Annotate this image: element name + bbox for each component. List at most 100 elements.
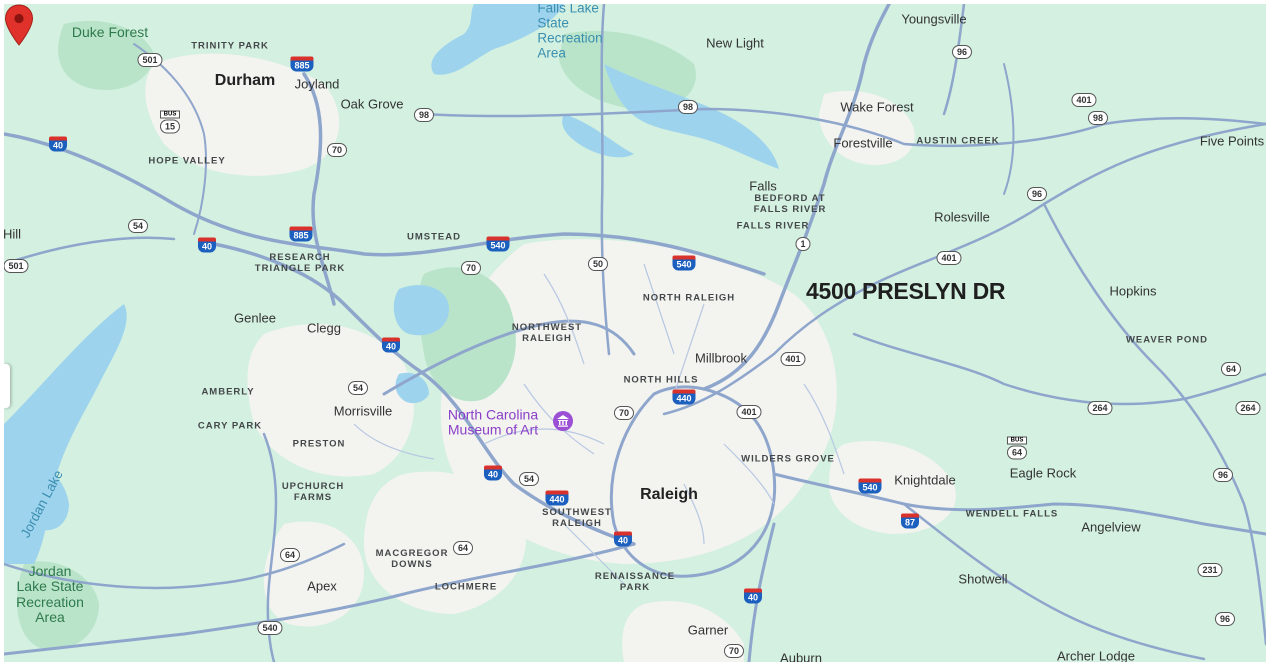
shield-us-264-east: 264 [1235,401,1261,415]
shield-nc-70-garner: 70 [723,644,745,658]
shield-nc-54-raleigh: 54 [518,472,540,486]
address-label: 4500 PRESLYN DR [806,278,1006,304]
shield-i-40-raleigh: 40 [483,465,503,481]
label-shotwell: Shotwell [958,571,1008,587]
label-austin-creek: AUSTIN CREEK [916,135,1000,147]
shield-nc-98-east: 98 [1087,111,1109,125]
label-bedford-line2: FALLS RIVER [753,204,827,215]
shield-i-87: 87 [900,513,920,529]
shield-i-540-west: 540 [486,236,510,252]
label-northwest-raleigh: NORTHWEST RALEIGH [511,322,583,345]
label-museum-line2: Museum of Art [447,422,539,438]
shield-bus-64-number: 64 [1006,445,1028,460]
shield-i-40-southwest: 40 [613,531,633,547]
label-falls-lake-line1: Falls Lake [537,4,599,16]
label-macgregor-downs: MACGREGOR DOWNS [375,548,449,571]
shield-i-40-garner: 40 [743,588,763,604]
label-falls-lake-line2: State [537,15,569,31]
label-genlee: Genlee [234,310,276,326]
label-macgregor-line2: DOWNS [391,559,433,570]
label-upchurch-farms: UPCHURCH FARMS [282,481,344,504]
label-knightdale: Knightdale [894,472,956,488]
label-lochmere: LOCHMERE [434,581,498,593]
label-renaissance-line1: RENAISSANCE [594,571,676,583]
label-millbrook: Millbrook [694,350,748,366]
shield-nc-64-east: 64 [1220,362,1242,376]
label-hopkins: Hopkins [1109,283,1157,299]
label-hope-valley: HOPE VALLEY [148,155,226,167]
shield-nc-96-far-south: 96 [1214,612,1236,626]
museum-icon[interactable] [552,410,574,432]
shield-nc-231: 231 [1197,563,1223,577]
urban-areas [145,53,956,662]
shield-bus-64-tag: BUS [1006,436,1028,445]
label-falls-lake: Falls Lake State Recreation Area [537,4,602,61]
water-bodies [4,4,779,564]
label-bedford-line1: BEDFORD AT [754,193,826,205]
label-duke-forest: Duke Forest [71,24,149,40]
label-forestville: Forestville [833,135,893,151]
label-trinity-park: TRINITY PARK [191,40,269,52]
label-jordan-lake-state-recreation-area: Jordan Lake State Recreation Area [16,563,84,626]
label-northwest-line2: RALEIGH [522,333,572,344]
shield-nc-96-south: 96 [1212,468,1234,482]
shield-i-885-rtp: 885 [289,226,313,242]
label-bedford-at-falls-river: BEDFORD AT FALLS RIVER [753,193,827,216]
label-southwest-raleigh: SOUTHWEST RALEIGH [542,507,612,530]
shield-bus-64: BUS 64 [1006,436,1028,460]
shield-nc-96-east: 96 [1026,187,1048,201]
shield-nc-54-morrisville: 54 [347,381,369,395]
label-preston: PRESTON [292,438,346,450]
label-research-line2: TRIANGLE PARK [254,263,346,274]
label-southwest-line2: RALEIGH [552,518,602,529]
shield-i-440-north: 440 [672,389,696,405]
label-clegg: Clegg [307,320,341,336]
label-raleigh: Raleigh [640,486,698,503]
label-joyland: Joyland [294,76,340,92]
shield-i-540-east: 540 [858,478,882,494]
shield-us-1: 1 [795,237,811,251]
shield-us-64-macgregor: 64 [452,541,474,555]
shield-us-501-south: 501 [4,259,29,273]
label-morrisville: Morrisville [333,403,393,419]
label-wilders-grove: WILDERS GROVE [741,453,835,465]
label-nc-museum-of-art[interactable]: North Carolina Museum of Art [447,406,539,439]
label-research-triangle-park: RESEARCH TRIANGLE PARK [254,252,346,275]
label-cary-park: CARY PARK [197,420,263,432]
label-five-points: Five Points [1199,133,1265,149]
shield-nc-70-north-hills: 70 [613,406,635,420]
label-eagle-rock: Eagle Rock [1009,465,1077,481]
shield-i-40-rtp: 40 [197,237,217,253]
shield-i-440-south: 440 [545,490,569,506]
shield-i-40-west: 40 [48,136,68,152]
shield-us-401-north: 401 [1071,93,1097,107]
label-falls-lake-line4: Area [537,44,566,60]
shield-us-64-apex: 64 [279,548,301,562]
label-museum-line1: North Carolina [447,406,539,423]
shield-nc-540: 540 [257,621,283,635]
shield-us-401-millbrook: 401 [780,352,806,366]
shield-us-501: 501 [137,53,163,67]
label-durham: Durham [214,72,276,89]
label-archer-lodge: Archer Lodge [1056,648,1136,663]
side-panel-handle[interactable] [4,364,10,408]
map-canvas[interactable]: Duke Forest TRINITY PARK Durham Joyland … [4,4,1266,662]
label-macgregor-line1: MACGREGOR [375,548,449,560]
shield-i-885: 885 [290,56,314,72]
label-apex: Apex [307,578,337,594]
map-base-layer [4,4,1266,662]
shield-nc-96-north: 96 [951,45,973,59]
location-pin-icon[interactable] [4,4,34,46]
label-jordan-state-line1: Jordan [28,563,72,580]
label-auburn: Auburn [780,650,822,663]
label-wendell-falls: WENDELL FALLS [965,508,1059,520]
shield-i-540-north: 540 [672,255,696,271]
shield-nc-98-center: 98 [677,100,699,114]
label-northwest-line1: NORTHWEST [511,322,583,334]
label-renaissance-line2: PARK [619,582,651,593]
shield-i-40-cary: 40 [381,337,401,353]
label-angelview: Angelview [1081,519,1141,535]
label-north-raleigh: NORTH RALEIGH [642,292,736,304]
shield-us-401-rolesville: 401 [936,251,962,265]
label-new-light: New Light [706,35,764,51]
